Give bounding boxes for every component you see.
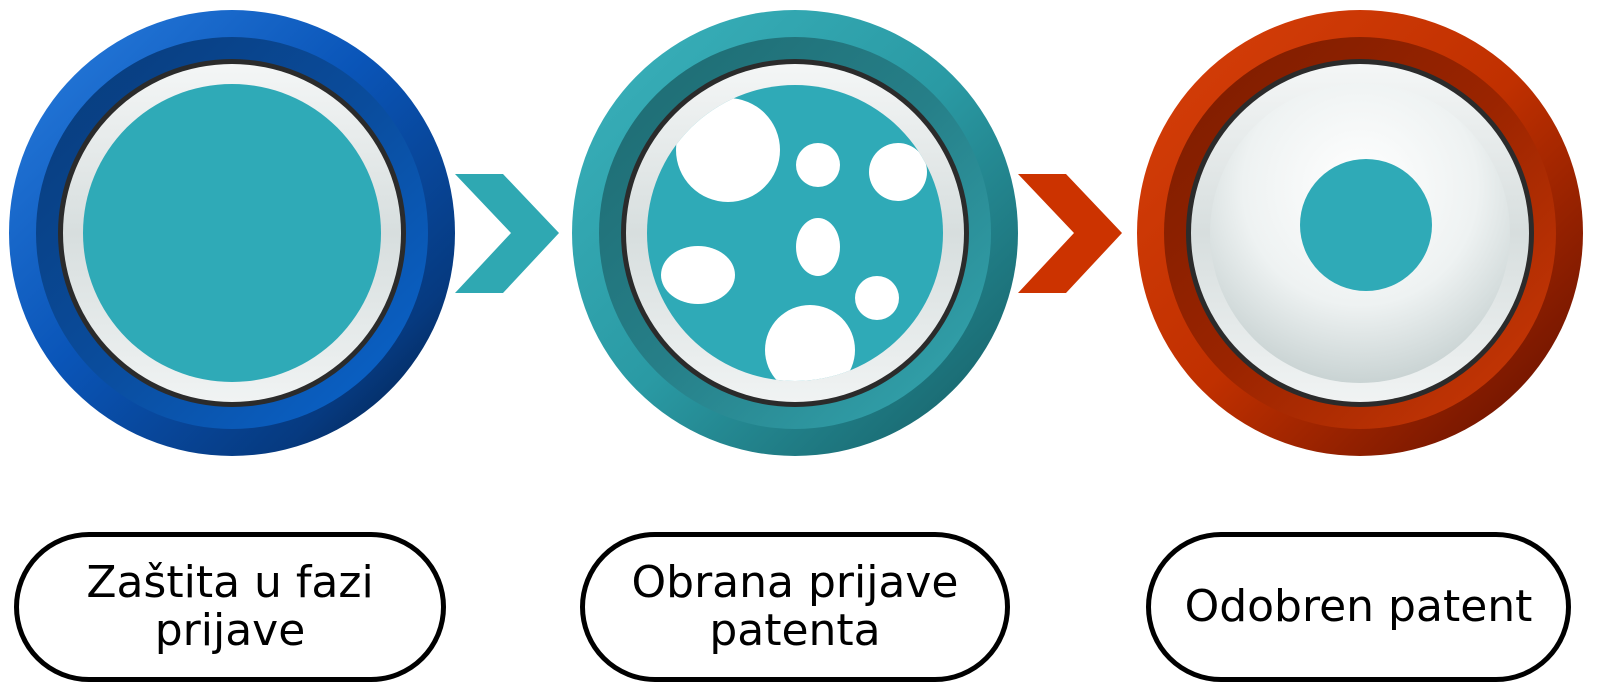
chevron-right-icon	[1018, 174, 1122, 293]
solid-disc-icon	[83, 84, 381, 382]
white-spot	[796, 143, 840, 187]
white-spots	[661, 98, 927, 381]
dotted-disc-icon	[647, 85, 943, 381]
step-2-node	[572, 10, 1018, 456]
white-spot	[676, 98, 780, 202]
white-spot	[765, 305, 855, 381]
white-spot	[796, 218, 840, 276]
step-3-node	[1137, 10, 1583, 456]
white-spot	[855, 276, 899, 320]
teal-dot	[1300, 159, 1432, 291]
white-spot	[661, 246, 735, 304]
step-3-label: Odobren patent	[1146, 532, 1571, 682]
chevron-right-icon	[455, 174, 559, 293]
single-dot-icon	[1210, 83, 1510, 383]
step-1-node	[9, 10, 455, 456]
white-spot	[869, 143, 927, 201]
teal-disc	[83, 84, 381, 382]
step-1-label: Zaštita u fazi prijave	[14, 532, 446, 682]
step-2-label: Obrana prijave patenta	[580, 532, 1010, 682]
